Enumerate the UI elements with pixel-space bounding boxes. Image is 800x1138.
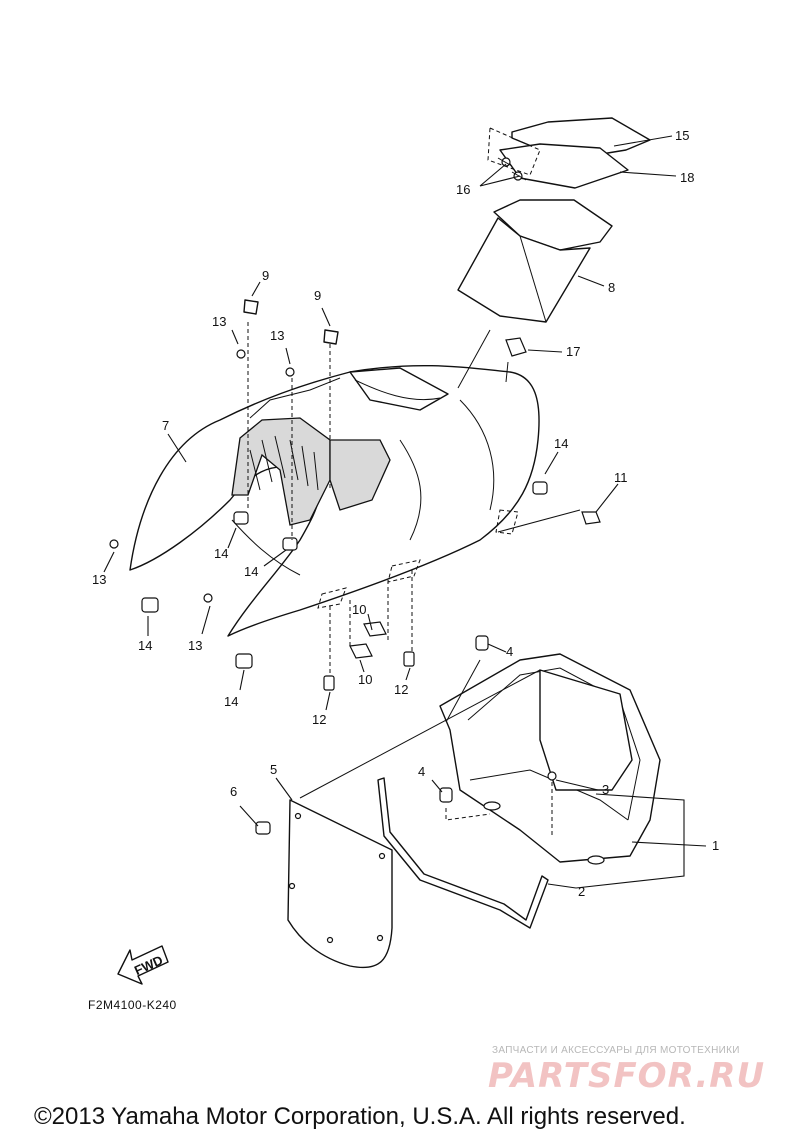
diagram-ref-code: F2M4100-K240 — [88, 998, 177, 1012]
callout-18: 18 — [680, 170, 694, 185]
hardware-items — [109, 299, 601, 835]
fwd-arrow: FWD — [117, 945, 169, 985]
callout-4b: 4 — [418, 764, 425, 779]
seat-cover-assembly — [487, 117, 651, 189]
callout-14b: 14 — [214, 546, 228, 561]
callout-13b: 13 — [270, 328, 284, 343]
callout-13a: 13 — [212, 314, 226, 329]
callout-4a: 4 — [506, 644, 513, 659]
part-callouts: 15 18 16 8 9 13 13 9 17 7 14 11 14 14 13… — [92, 128, 719, 899]
gasket-strip — [377, 777, 549, 929]
rear-body-shell — [129, 364, 540, 637]
fwd-label: FWD — [132, 952, 165, 978]
bottom-tray — [439, 653, 661, 865]
callout-7: 7 — [162, 418, 169, 433]
callout-13d: 13 — [188, 638, 202, 653]
callout-12a: 12 — [394, 682, 408, 697]
callout-17: 17 — [566, 344, 580, 359]
callout-9a: 9 — [262, 268, 269, 283]
callout-11: 11 — [614, 470, 628, 485]
callout-2: 2 — [578, 884, 585, 899]
leader-lines — [103, 135, 707, 889]
callout-6: 6 — [230, 784, 237, 799]
callout-8: 8 — [608, 280, 615, 295]
callout-3: 3 — [602, 782, 609, 797]
callout-14e: 14 — [224, 694, 238, 709]
callout-14a: 14 — [554, 436, 568, 451]
callout-10a: 10 — [352, 602, 366, 617]
callout-14c: 14 — [244, 564, 258, 579]
callout-14d: 14 — [138, 638, 152, 653]
callout-10b: 10 — [358, 672, 372, 687]
storage-box — [457, 199, 613, 323]
copyright-notice: ©2013 Yamaha Motor Corporation, U.S.A. A… — [34, 1103, 686, 1130]
watermark-logo: PARTSFOR.RU — [488, 1056, 766, 1096]
callout-12b: 12 — [312, 712, 326, 727]
cover-panel — [287, 799, 393, 969]
callout-15: 15 — [675, 128, 689, 143]
watermark-tagline: ЗАПЧАСТИ И АКСЕССУАРЫ ДЛЯ МОТОТЕХНИКИ — [492, 1045, 740, 1056]
callout-5: 5 — [270, 762, 277, 777]
callout-9b: 9 — [314, 288, 321, 303]
callout-16: 16 — [456, 182, 470, 197]
callout-1: 1 — [712, 838, 719, 853]
callout-13c: 13 — [92, 572, 106, 587]
